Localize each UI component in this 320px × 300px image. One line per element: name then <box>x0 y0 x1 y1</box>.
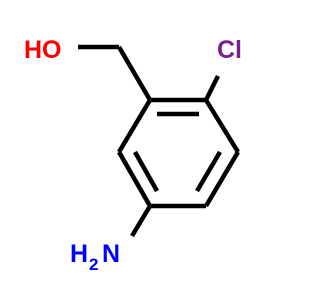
molecule-structure: HO Cl H 2 N <box>24 36 242 274</box>
bond-ring-c3-c4 <box>204 150 240 208</box>
bond-ring-c6-c1 <box>117 98 152 154</box>
bond-c-n <box>130 204 152 238</box>
bond-ch2 <box>117 45 152 102</box>
amine-h-label: H <box>70 240 88 268</box>
chlorine-label: Cl <box>217 36 242 64</box>
bond-double-inner-right <box>195 150 222 193</box>
amine-n-label: N <box>102 240 120 268</box>
bond-c-cl <box>203 74 221 102</box>
amine-subscript: 2 <box>89 255 98 274</box>
hydroxyl-label: HO <box>24 36 62 64</box>
bond-ring-c5-c6 <box>117 150 152 208</box>
bond-ring-c2-c3 <box>204 98 240 154</box>
bond-double-inner-left <box>133 150 159 193</box>
